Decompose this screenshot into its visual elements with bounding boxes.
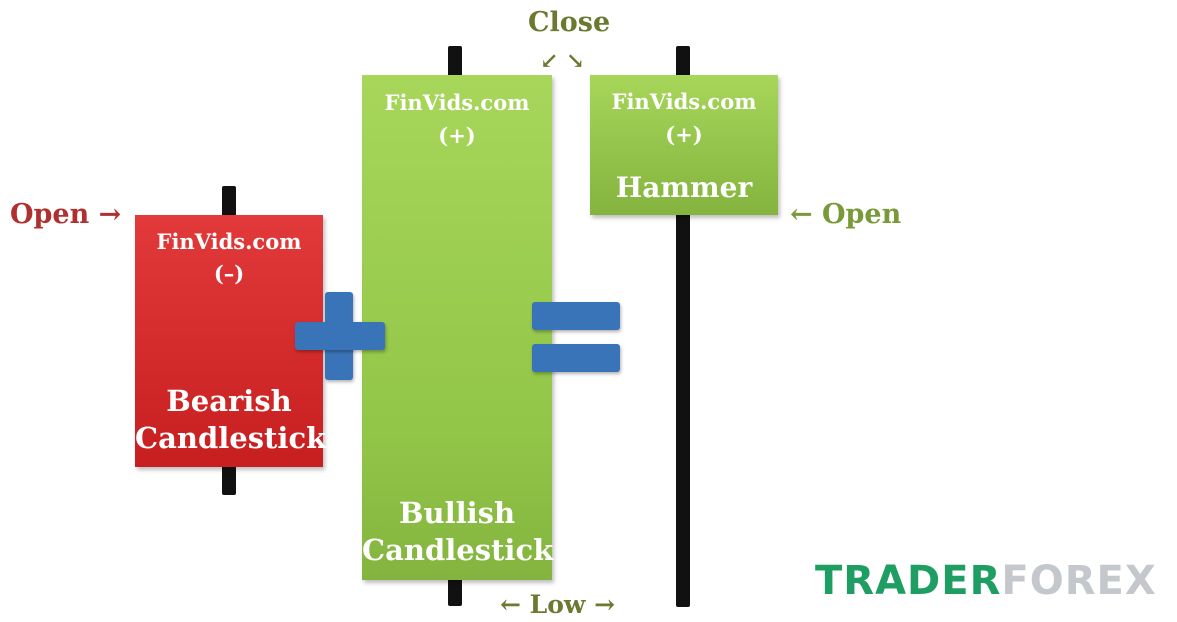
bearish-candle-body: FinVids.com (–) Bearish Candlestick	[135, 215, 327, 467]
traderforex-logo: TRADERFOREX	[815, 558, 1157, 604]
equals-sign-bottom	[532, 344, 620, 372]
open-label-left: Open →	[10, 199, 122, 230]
logo-part-trader: TRADER	[815, 558, 1002, 604]
hammer-lower-wick	[676, 213, 690, 607]
equals-sign-top	[532, 302, 620, 330]
bullish-lower-wick	[448, 578, 462, 606]
bearish-name-line2: Candlestick	[135, 421, 327, 455]
bullish-candle-body: FinVids.com (+) Bullish Candlestick	[362, 75, 554, 580]
bearish-site-label: FinVids.com	[156, 229, 302, 254]
hammer-upper-wick	[676, 46, 690, 78]
bullish-name-line1: Bullish	[398, 496, 516, 530]
low-label: ← Low →	[500, 590, 616, 619]
bearish-upper-wick	[222, 186, 236, 216]
bullish-name-line2: Candlestick	[362, 533, 554, 567]
hammer-site-label: FinVids.com	[611, 89, 757, 114]
bearish-name-line1: Bearish	[166, 384, 292, 418]
bullish-sign-label: (+)	[438, 123, 476, 148]
logo-part-forex: FOREX	[1001, 558, 1157, 604]
hammer-sign-label: (+)	[665, 122, 703, 147]
close-arrows: ↙ ↘	[540, 48, 585, 74]
plus-sign-horizontal	[295, 322, 385, 350]
open-label-right: ← Open	[790, 199, 902, 230]
bearish-lower-wick	[222, 465, 236, 495]
hammer-candle-body: FinVids.com (+) Hammer	[590, 75, 778, 215]
bullish-site-label: FinVids.com	[384, 90, 530, 115]
bullish-upper-wick	[448, 46, 462, 78]
bearish-sign-label: (–)	[213, 261, 245, 286]
hammer-name-label: Hammer	[615, 171, 753, 204]
close-label: Close	[528, 7, 611, 38]
